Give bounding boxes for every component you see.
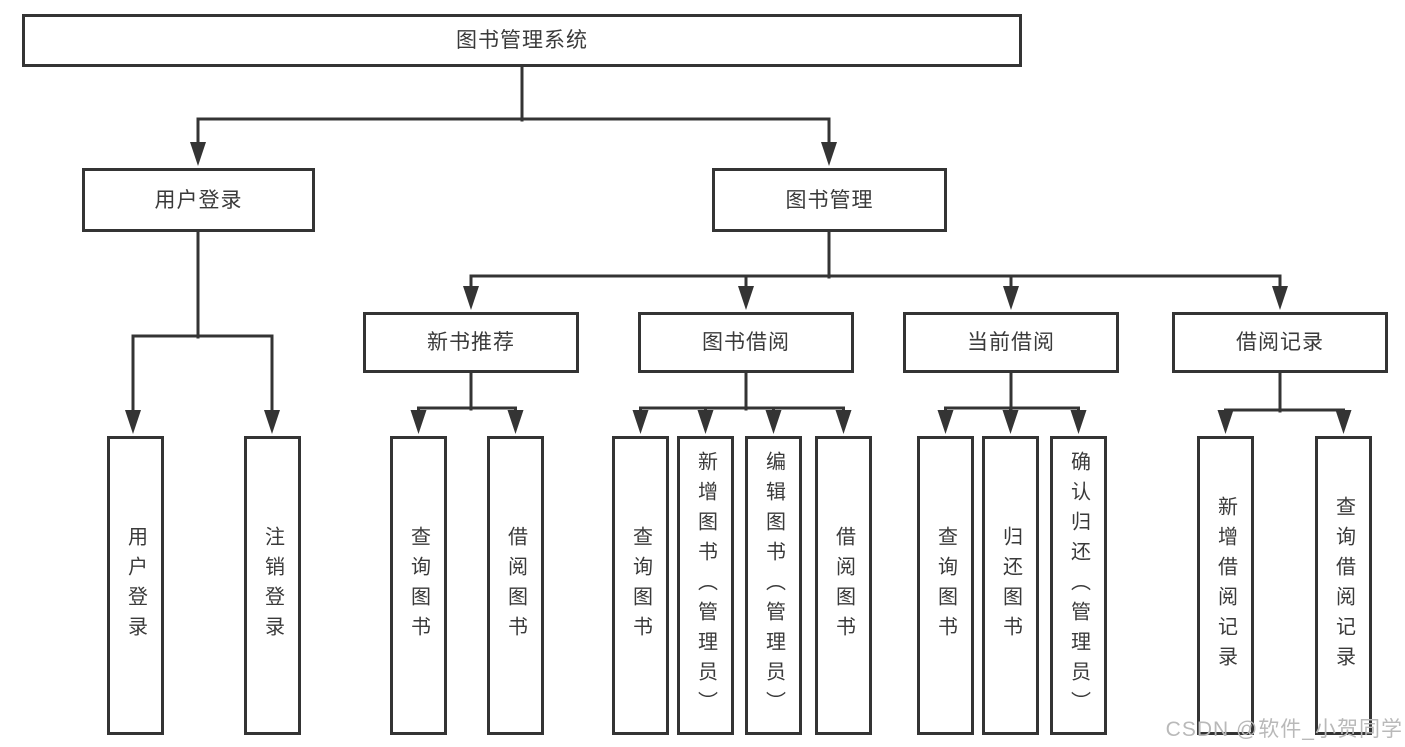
node-book-borrow: 图书借阅 xyxy=(638,312,854,373)
watermark: CSDN @软件_小贺同学 xyxy=(1165,718,1403,741)
node-current-borrow: 当前借阅 xyxy=(903,312,1119,373)
leaf-borrow-books: 借阅图书 xyxy=(815,436,872,735)
leaf-query-books-current: 查询图书 xyxy=(917,436,974,735)
leaf-return-book: 归还图书 xyxy=(982,436,1039,735)
leaf-add-borrow-record: 新增借阅记录 xyxy=(1197,436,1254,735)
leaf-add-book-admin: 新增图书（管理员） xyxy=(677,436,734,735)
leaf-edit-book-admin: 编辑图书（管理员） xyxy=(745,436,802,735)
leaf-query-borrow-record: 查询借阅记录 xyxy=(1315,436,1372,735)
node-book-management: 图书管理 xyxy=(712,168,947,232)
leaf-borrow-books-recommend: 借阅图书 xyxy=(487,436,544,735)
node-borrow-records: 借阅记录 xyxy=(1172,312,1388,373)
node-new-book-recommend: 新书推荐 xyxy=(363,312,579,373)
leaf-query-books-borrow: 查询图书 xyxy=(612,436,669,735)
node-root: 图书管理系统 xyxy=(22,14,1022,67)
leaf-logout: 注销登录 xyxy=(244,436,301,735)
leaf-confirm-return-admin: 确认归还（管理员） xyxy=(1050,436,1107,735)
leaf-query-books-recommend: 查询图书 xyxy=(390,436,447,735)
leaf-user-login: 用户登录 xyxy=(107,436,164,735)
node-user-login: 用户登录 xyxy=(82,168,315,232)
